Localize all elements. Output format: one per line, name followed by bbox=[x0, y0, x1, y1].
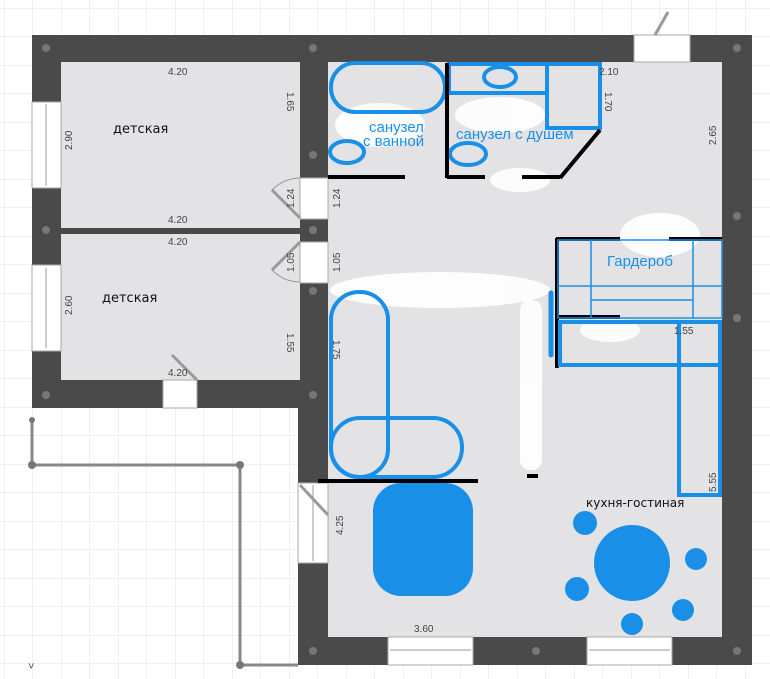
svg-text:1.05: 1.05 bbox=[286, 252, 297, 272]
svg-text:1.55: 1.55 bbox=[284, 333, 295, 353]
sink-bath bbox=[328, 139, 366, 165]
svg-text:4.20: 4.20 bbox=[168, 67, 188, 78]
collapse-chevron-icon[interactable]: ˅ bbox=[28, 661, 34, 673]
dining-table bbox=[565, 511, 707, 635]
svg-text:4.25: 4.25 bbox=[335, 515, 346, 535]
room-label-bath-2: с ванной bbox=[363, 133, 424, 150]
wardrobe bbox=[557, 239, 723, 319]
room-label-kids-1: детская bbox=[113, 122, 168, 137]
svg-text:1.65: 1.65 bbox=[284, 92, 295, 112]
svg-text:4.20: 4.20 bbox=[168, 215, 188, 226]
kitchen-counter bbox=[558, 320, 722, 497]
interior-partitions bbox=[318, 63, 722, 483]
door-kids-1[interactable] bbox=[299, 177, 329, 220]
svg-text:3.60: 3.60 bbox=[414, 624, 434, 635]
sink-shower bbox=[448, 141, 488, 167]
svg-text:5.55: 5.55 bbox=[708, 472, 719, 492]
room-label-wardrobe: Гардероб bbox=[607, 253, 673, 270]
svg-text:4.20: 4.20 bbox=[168, 368, 188, 379]
window-bedroom-bottom bbox=[387, 636, 474, 666]
room-label-shower: санузел с душем bbox=[456, 126, 574, 143]
svg-text:2.60: 2.60 bbox=[64, 295, 75, 315]
room-label-bath-1: санузел bbox=[369, 119, 424, 136]
svg-text:1.55: 1.55 bbox=[674, 326, 694, 337]
room-label-kids-2: детская bbox=[102, 291, 157, 306]
svg-text:1.24: 1.24 bbox=[332, 188, 343, 208]
bed bbox=[329, 290, 464, 479]
dimension-labels: 4.20 4.20 4.20 4.20 2.10 1.55 3.60 2.90 … bbox=[64, 67, 719, 635]
door-kids-2[interactable] bbox=[299, 241, 329, 284]
door-balcony[interactable] bbox=[162, 379, 198, 409]
room-label-kitchen: кухня-гостиная bbox=[586, 496, 684, 510]
svg-text:1.70: 1.70 bbox=[602, 92, 613, 112]
svg-text:2.90: 2.90 bbox=[64, 130, 75, 150]
svg-text:1.05: 1.05 bbox=[332, 252, 343, 272]
svg-text:2.65: 2.65 bbox=[708, 125, 719, 145]
room-kids-1 bbox=[61, 62, 300, 228]
svg-text:4.20: 4.20 bbox=[168, 237, 188, 248]
svg-text:2.10: 2.10 bbox=[599, 67, 619, 78]
svg-text:1.75: 1.75 bbox=[330, 340, 341, 360]
room-kids-2 bbox=[61, 234, 300, 380]
entrance-door[interactable] bbox=[633, 34, 691, 63]
svg-text:1.24: 1.24 bbox=[286, 188, 297, 208]
bedroom-furniture bbox=[373, 483, 473, 596]
window-kitchen bbox=[586, 636, 673, 666]
